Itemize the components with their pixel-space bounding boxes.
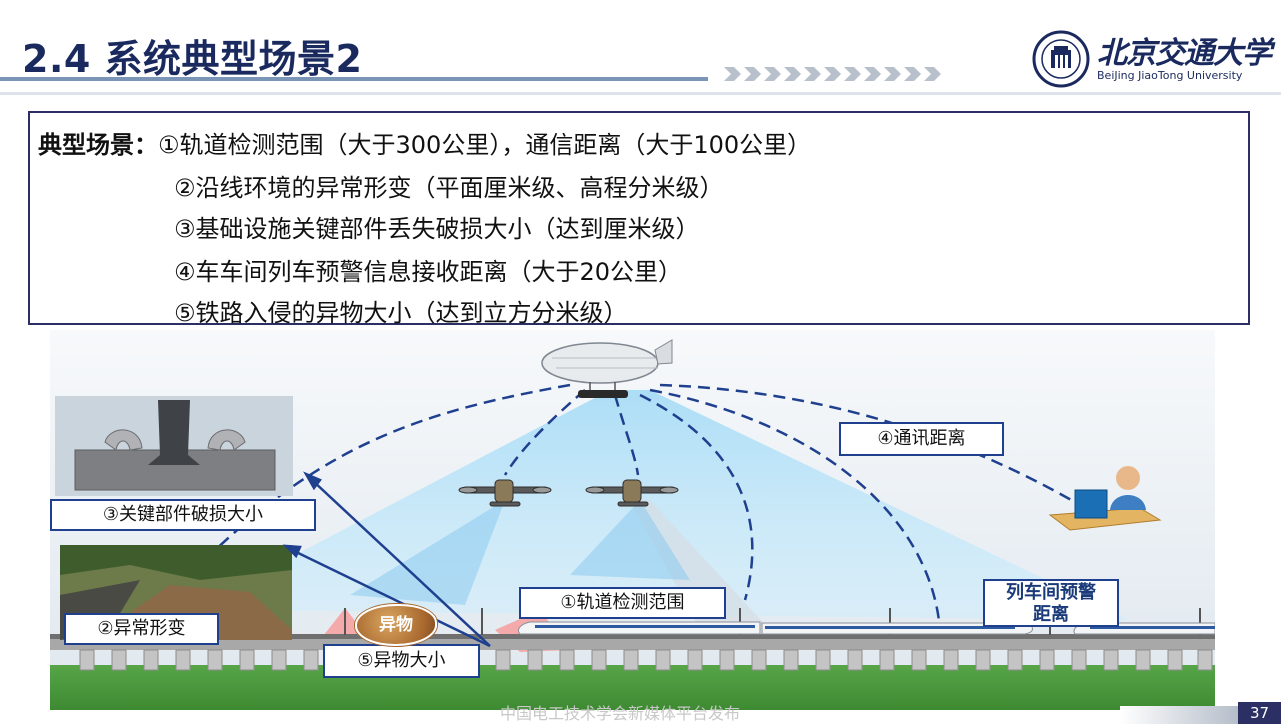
tag-foreign-object-size: ⑤异物大小 xyxy=(323,644,480,678)
university-name-en: BeiJing JiaoTong University xyxy=(1097,69,1243,82)
scenario-line-1: 典型场景：①轨道检测范围（大于300公里），通信距离（大于100公里） xyxy=(38,125,811,160)
drone-right-icon xyxy=(585,479,679,507)
grass xyxy=(50,665,1215,710)
scenario-item-4: ④车车间列车预警信息接收距离（大于20公里） xyxy=(174,258,683,286)
pointer-arrows xyxy=(282,471,491,648)
foreign-object-rock: 异物 xyxy=(355,604,437,646)
operator-computer-icon xyxy=(1048,466,1162,531)
tag-communication-distance: ④通讯距离 xyxy=(839,422,1004,456)
drone-left-icon xyxy=(458,479,552,507)
distant-track xyxy=(630,500,770,630)
rail-fastener-photo xyxy=(55,396,293,496)
page-number: 37 xyxy=(1238,702,1281,724)
scenario-label: 典型场景： xyxy=(38,131,158,159)
header-divider xyxy=(0,92,1281,95)
landslide-photo xyxy=(60,545,292,640)
page-title: 2.4 系统典型场景2 xyxy=(22,37,363,81)
train-left-icon xyxy=(517,621,761,635)
dashed-links xyxy=(209,383,1081,631)
watermark: 中国电工技术学会新媒体平台发布 xyxy=(500,704,741,723)
scenario-illustration xyxy=(50,330,1215,710)
scenario-box: 典型场景：①轨道检测范围（大于300公里），通信距离（大于100公里） ②沿线环… xyxy=(28,111,1250,327)
title-underline xyxy=(0,77,708,81)
drone-beam-right xyxy=(570,500,690,580)
tag-deformation: ②异常形变 xyxy=(64,613,219,645)
scene-graphics xyxy=(50,330,1215,710)
scenario-item-3: ③基础设施关键部件丢失破损大小（达到厘米级） xyxy=(174,215,700,243)
scenario-item-1: ①轨道检测范围（大于300公里），通信距离（大于100公里） xyxy=(158,131,812,159)
university-name: 北京交通大学 xyxy=(1097,36,1272,71)
scenario-item-5: ⑤铁路入侵的异物大小（达到立方分米级） xyxy=(174,299,628,327)
blimp-icon xyxy=(541,339,673,398)
university-seal-icon xyxy=(1032,30,1090,88)
tag-track-range: ①轨道检测范围 xyxy=(519,587,726,619)
chevron-decoration xyxy=(724,67,941,81)
rail-track xyxy=(50,634,1215,639)
scenario-item-2: ②沿线环境的异常形变（平面厘米级、高程分米级） xyxy=(174,174,724,202)
tag-component-damage: ③关键部件破损大小 xyxy=(50,499,316,531)
tag-train-warning-distance: 列车间预警距离 xyxy=(983,579,1119,627)
drone-beam-left xyxy=(350,500,505,605)
